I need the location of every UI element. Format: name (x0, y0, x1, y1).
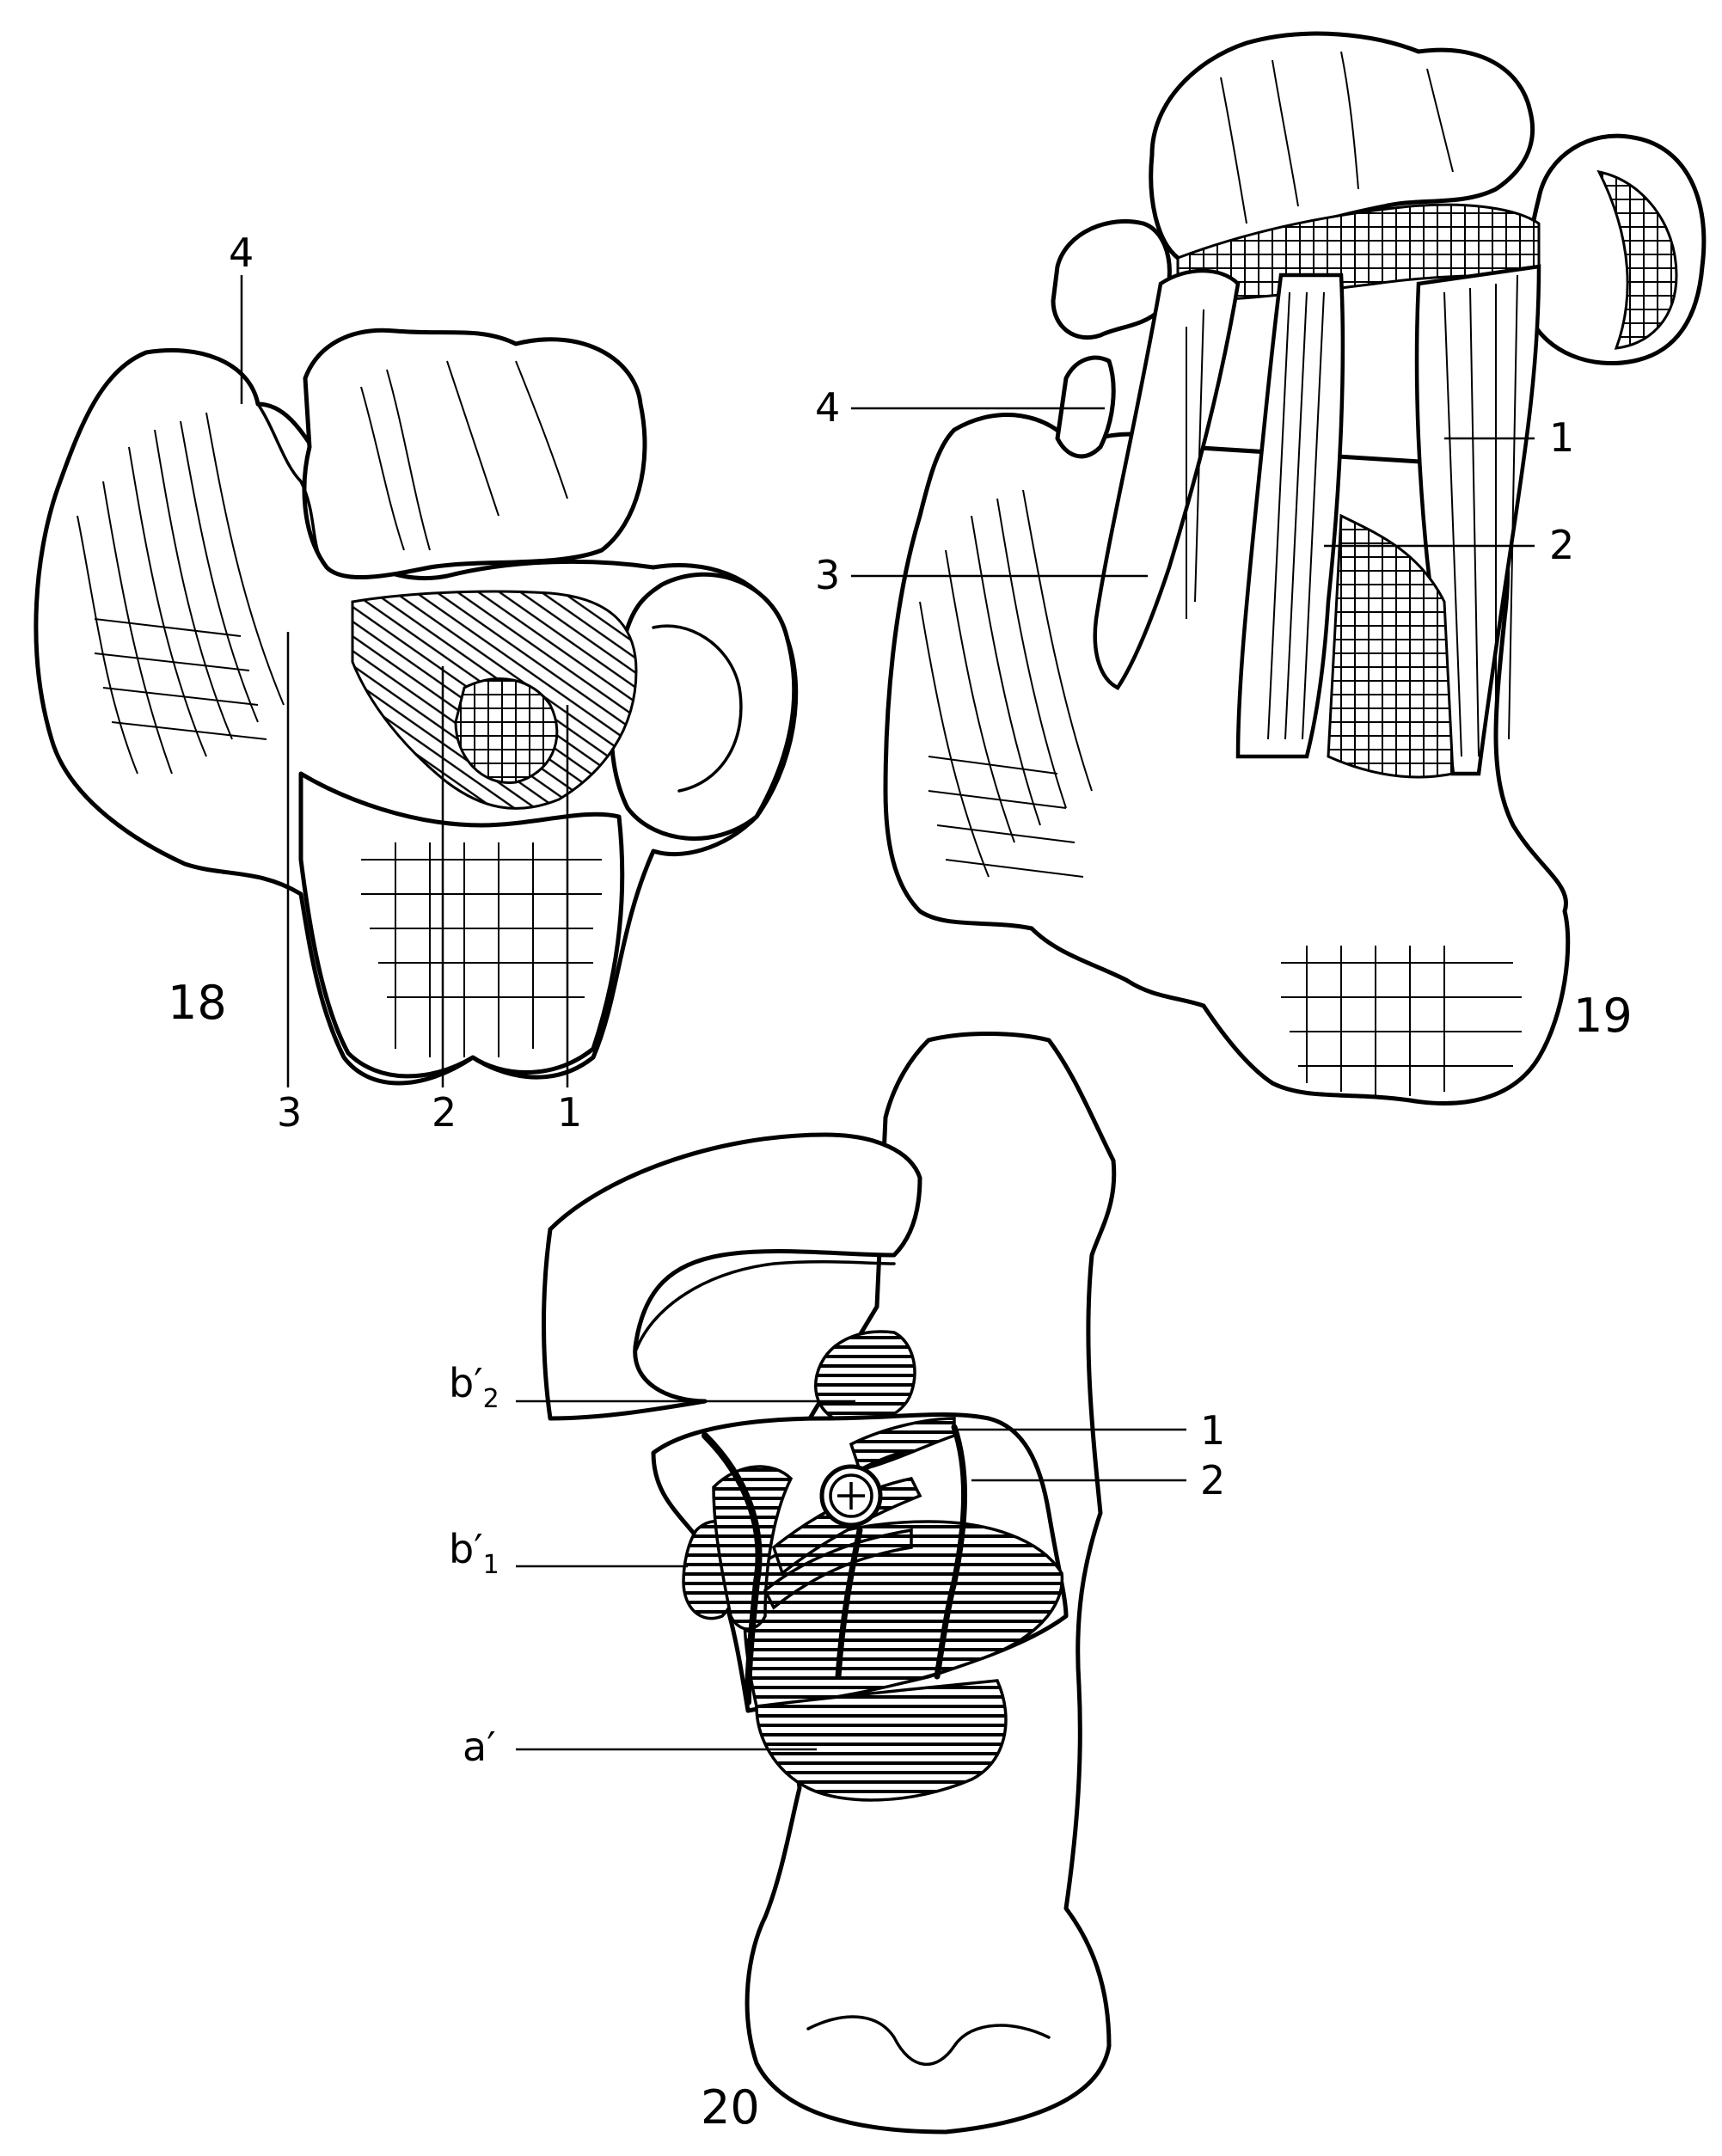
fig18-notch (256, 402, 328, 569)
fig20-facet-a (755, 1679, 1008, 1802)
fig20-heel-notch (806, 2015, 1051, 2067)
figure-18: 4 3 2 1 18 (34, 230, 799, 1136)
fig20-label-b2: b′2 (449, 1360, 499, 1414)
fig20-talus-inner (634, 1260, 896, 1351)
fig18-label-3: 3 (277, 1089, 302, 1136)
fig20-label-a: a′ (463, 1724, 496, 1770)
fig19-label-2: 2 (1549, 522, 1574, 568)
fig19-label-4: 4 (815, 384, 840, 431)
fig20-label-2: 2 (1200, 1457, 1225, 1504)
fig19-ligament-2 (1235, 273, 1345, 759)
fig20-label-b1: b′1 (449, 1526, 499, 1580)
fig19-left-cup-inner (1055, 355, 1116, 459)
figure-19: 4 3 1 2 19 (815, 31, 1707, 1106)
fig20-facet-b2 (814, 1330, 916, 1425)
fig18-right-process (609, 572, 797, 841)
fig19-label-3: 3 (815, 552, 840, 598)
fig18-shading (77, 360, 602, 1057)
fig19-label-1: 1 (1549, 414, 1574, 461)
fig20-ridge-left (702, 1432, 763, 1706)
fig18-label-4: 4 (229, 230, 254, 276)
fig20-band-lower (763, 1528, 913, 1610)
fig18-ligament-dark (454, 677, 559, 784)
fig20-ridge-center (835, 1527, 863, 1680)
fig19-navicular (1524, 133, 1707, 366)
fig18-label-2: 2 (432, 1089, 457, 1136)
fig18-right-process-rim (652, 624, 743, 793)
fig20-ridge-right (934, 1424, 968, 1680)
fig19-number: 19 (1573, 989, 1633, 1043)
fig20-number: 20 (701, 2080, 760, 2135)
fig18-label-1: 1 (557, 1089, 582, 1136)
fig19-navicular-shading (1596, 169, 1678, 350)
fig18-lower-body (298, 771, 625, 1079)
fig20-facet-left (712, 1465, 794, 1631)
fig18-talus (302, 328, 647, 580)
fig18-number: 18 (168, 976, 227, 1030)
fig19-shading (919, 51, 1522, 1096)
fig19-dark-field (1327, 513, 1455, 779)
fig20-talus (542, 1132, 922, 1421)
figure-20: b′2 1 2 b′1 a′ 20 (449, 1032, 1225, 2135)
fig20-label-1: 1 (1200, 1407, 1225, 1454)
